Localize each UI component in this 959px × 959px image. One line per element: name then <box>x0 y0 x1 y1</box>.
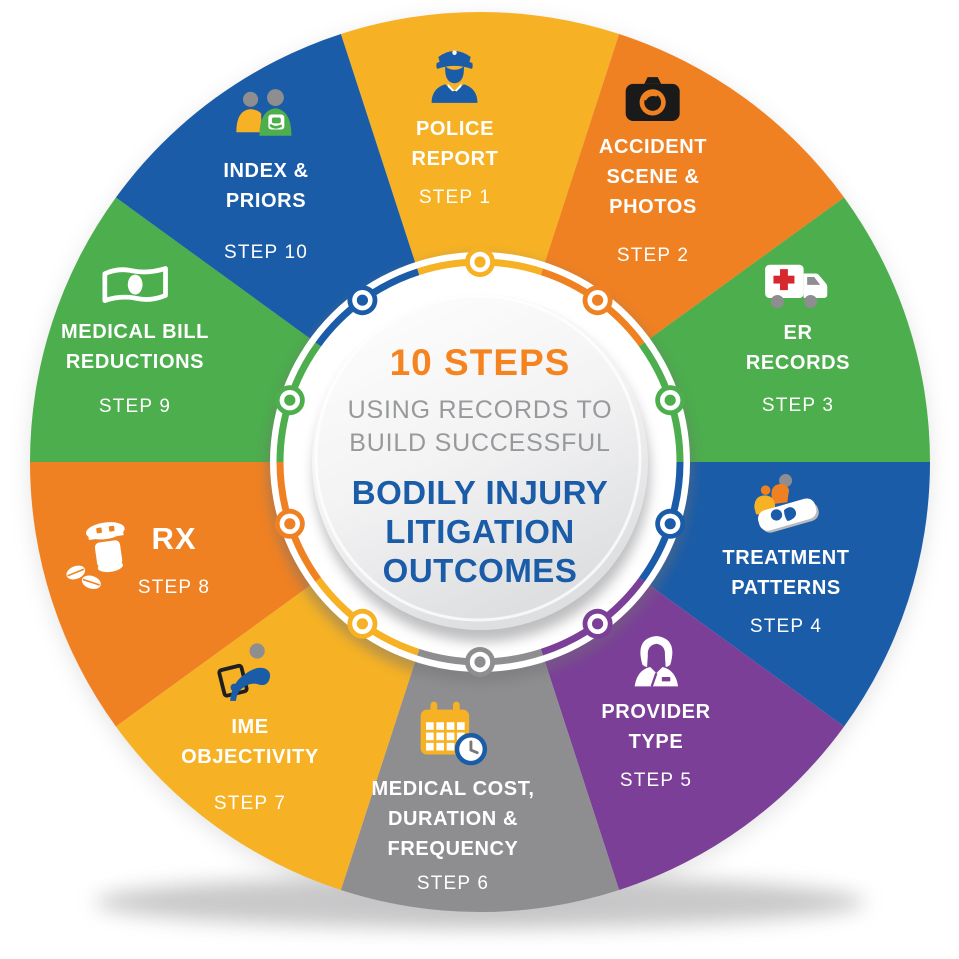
ring-node-step-9 <box>274 385 305 416</box>
wedge-step-1 <box>340 11 620 463</box>
center-disc <box>312 294 648 630</box>
ring-nodes <box>274 247 686 677</box>
ring-node-step-1 <box>465 247 495 277</box>
pill-bottle-icon <box>66 522 125 589</box>
ring-node-step-7 <box>347 608 378 639</box>
step-8-title: RX <box>151 521 197 556</box>
ring-node-step-5 <box>582 608 613 639</box>
ring-node-step-8 <box>274 508 305 539</box>
ring-node-step-2 <box>582 285 613 316</box>
step-8-number: STEP 8 <box>137 577 211 598</box>
ring-node-step-4 <box>655 508 686 539</box>
ring-node-step-6 <box>465 647 495 677</box>
wedge-step-6 <box>340 462 620 913</box>
step-8-label: RX STEP 8 <box>138 520 210 600</box>
ring-node-step-10 <box>347 285 378 316</box>
ring-node-step-3 <box>655 385 686 416</box>
center-disc-highlight <box>314 294 642 622</box>
